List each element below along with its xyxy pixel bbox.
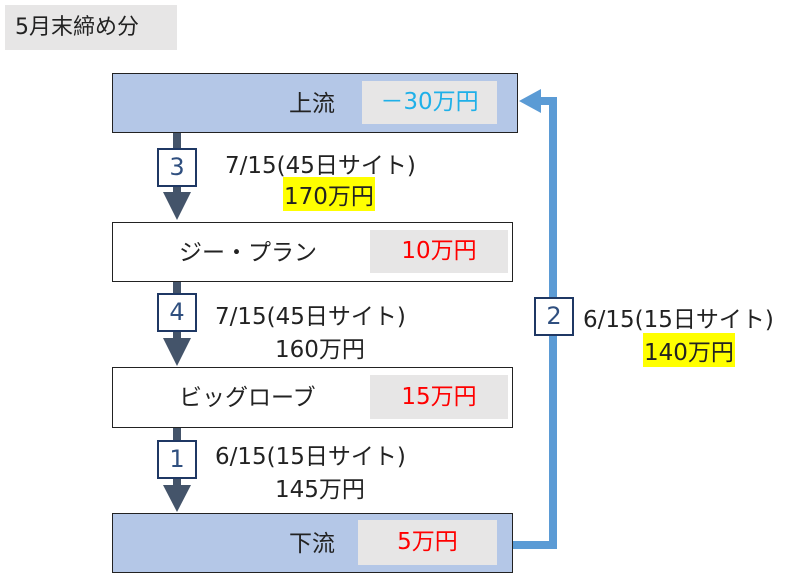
flow-date: 7/15(45日サイト) — [215, 304, 406, 330]
node-biglobe: ビッグローブ 15万円 — [112, 367, 513, 428]
node-label: 下流 — [289, 531, 335, 557]
flow-amount: 145万円 — [275, 477, 365, 503]
node-label: 上流 — [289, 91, 335, 117]
step-badge: 1 — [157, 440, 197, 479]
node-gplan: ジー・プラン 10万円 — [112, 222, 513, 282]
step-badge: 4 — [157, 293, 197, 332]
node-label: ジー・プラン — [179, 240, 317, 266]
flow-amount: 170万円 — [283, 177, 375, 211]
node-amount: －30万円 — [362, 81, 497, 124]
node-label: ビッグローブ — [179, 385, 316, 411]
node-amount: 15万円 — [370, 375, 508, 419]
node-downstream: 下流 5万円 — [112, 513, 513, 573]
node-amount: 5万円 — [358, 520, 497, 565]
flow-date: 6/15(15日サイト) — [215, 444, 406, 470]
node-upstream: 上流 －30万円 — [112, 73, 518, 133]
flow-amount: 140万円 — [643, 333, 735, 367]
flow-date: 7/15(45日サイト) — [225, 153, 416, 179]
step-badge: 2 — [534, 297, 574, 336]
diagram-title: 5月末締め分 — [5, 5, 177, 50]
step-badge: 3 — [157, 148, 197, 187]
flow-date: 6/15(15日サイト) — [583, 307, 774, 333]
flow-amount: 160万円 — [275, 337, 365, 363]
node-amount: 10万円 — [370, 230, 508, 273]
